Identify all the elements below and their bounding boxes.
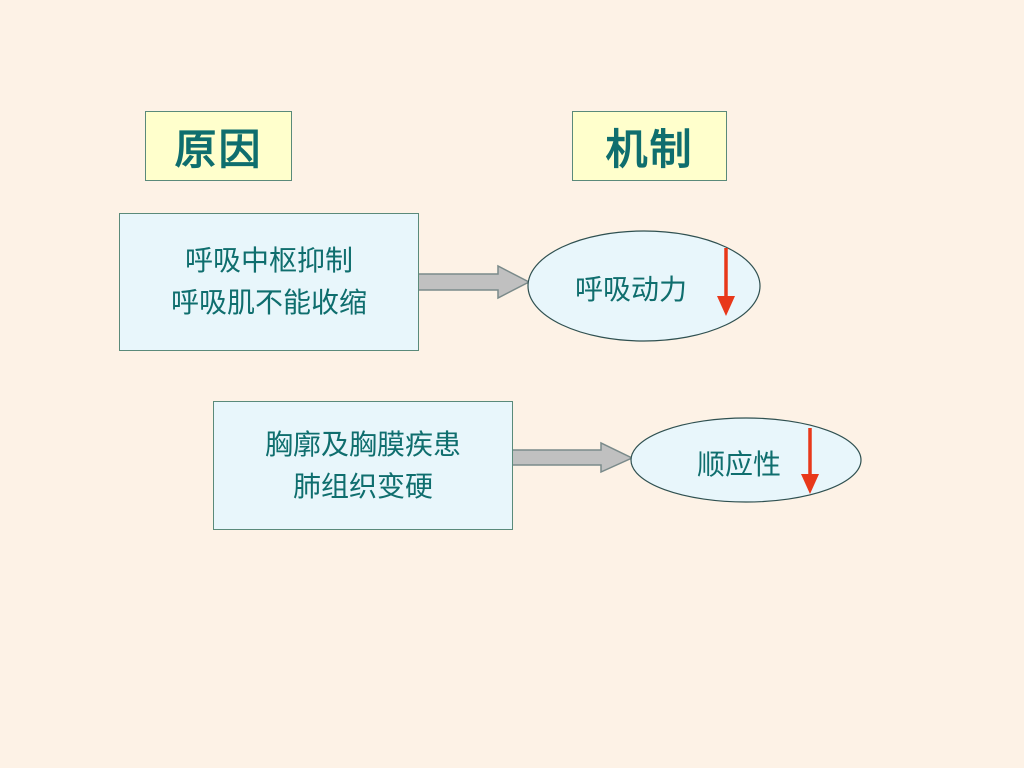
cause-header-label: 原因 xyxy=(174,124,263,174)
down-arrow-icon xyxy=(717,248,735,316)
mechanism-ellipse-2 xyxy=(630,417,862,503)
mechanism-header: 机制 xyxy=(572,111,727,181)
mechanism-header-label: 机制 xyxy=(605,124,694,174)
cause-line: 呼吸中枢抑制 xyxy=(184,244,353,277)
mechanism-ellipse-1 xyxy=(527,230,761,342)
connector-arrow-1 xyxy=(417,264,531,300)
down-arrow-icon xyxy=(801,428,819,494)
cause-line: 肺组织变硬 xyxy=(292,469,433,503)
connector-arrow-2 xyxy=(511,441,634,474)
cause-line: 呼吸肌不能收缩 xyxy=(170,286,367,319)
cause-box-1: 呼吸中枢抑制 呼吸肌不能收缩 xyxy=(119,213,419,351)
cause-header: 原因 xyxy=(145,111,292,181)
mechanism-label-1: 呼吸动力 xyxy=(575,273,688,306)
cause-box-2: 胸廓及胸膜疾患 肺组织变硬 xyxy=(213,401,513,530)
mechanism-label-2: 顺应性 xyxy=(697,448,782,481)
cause-line: 胸廓及胸膜疾患 xyxy=(264,427,461,461)
